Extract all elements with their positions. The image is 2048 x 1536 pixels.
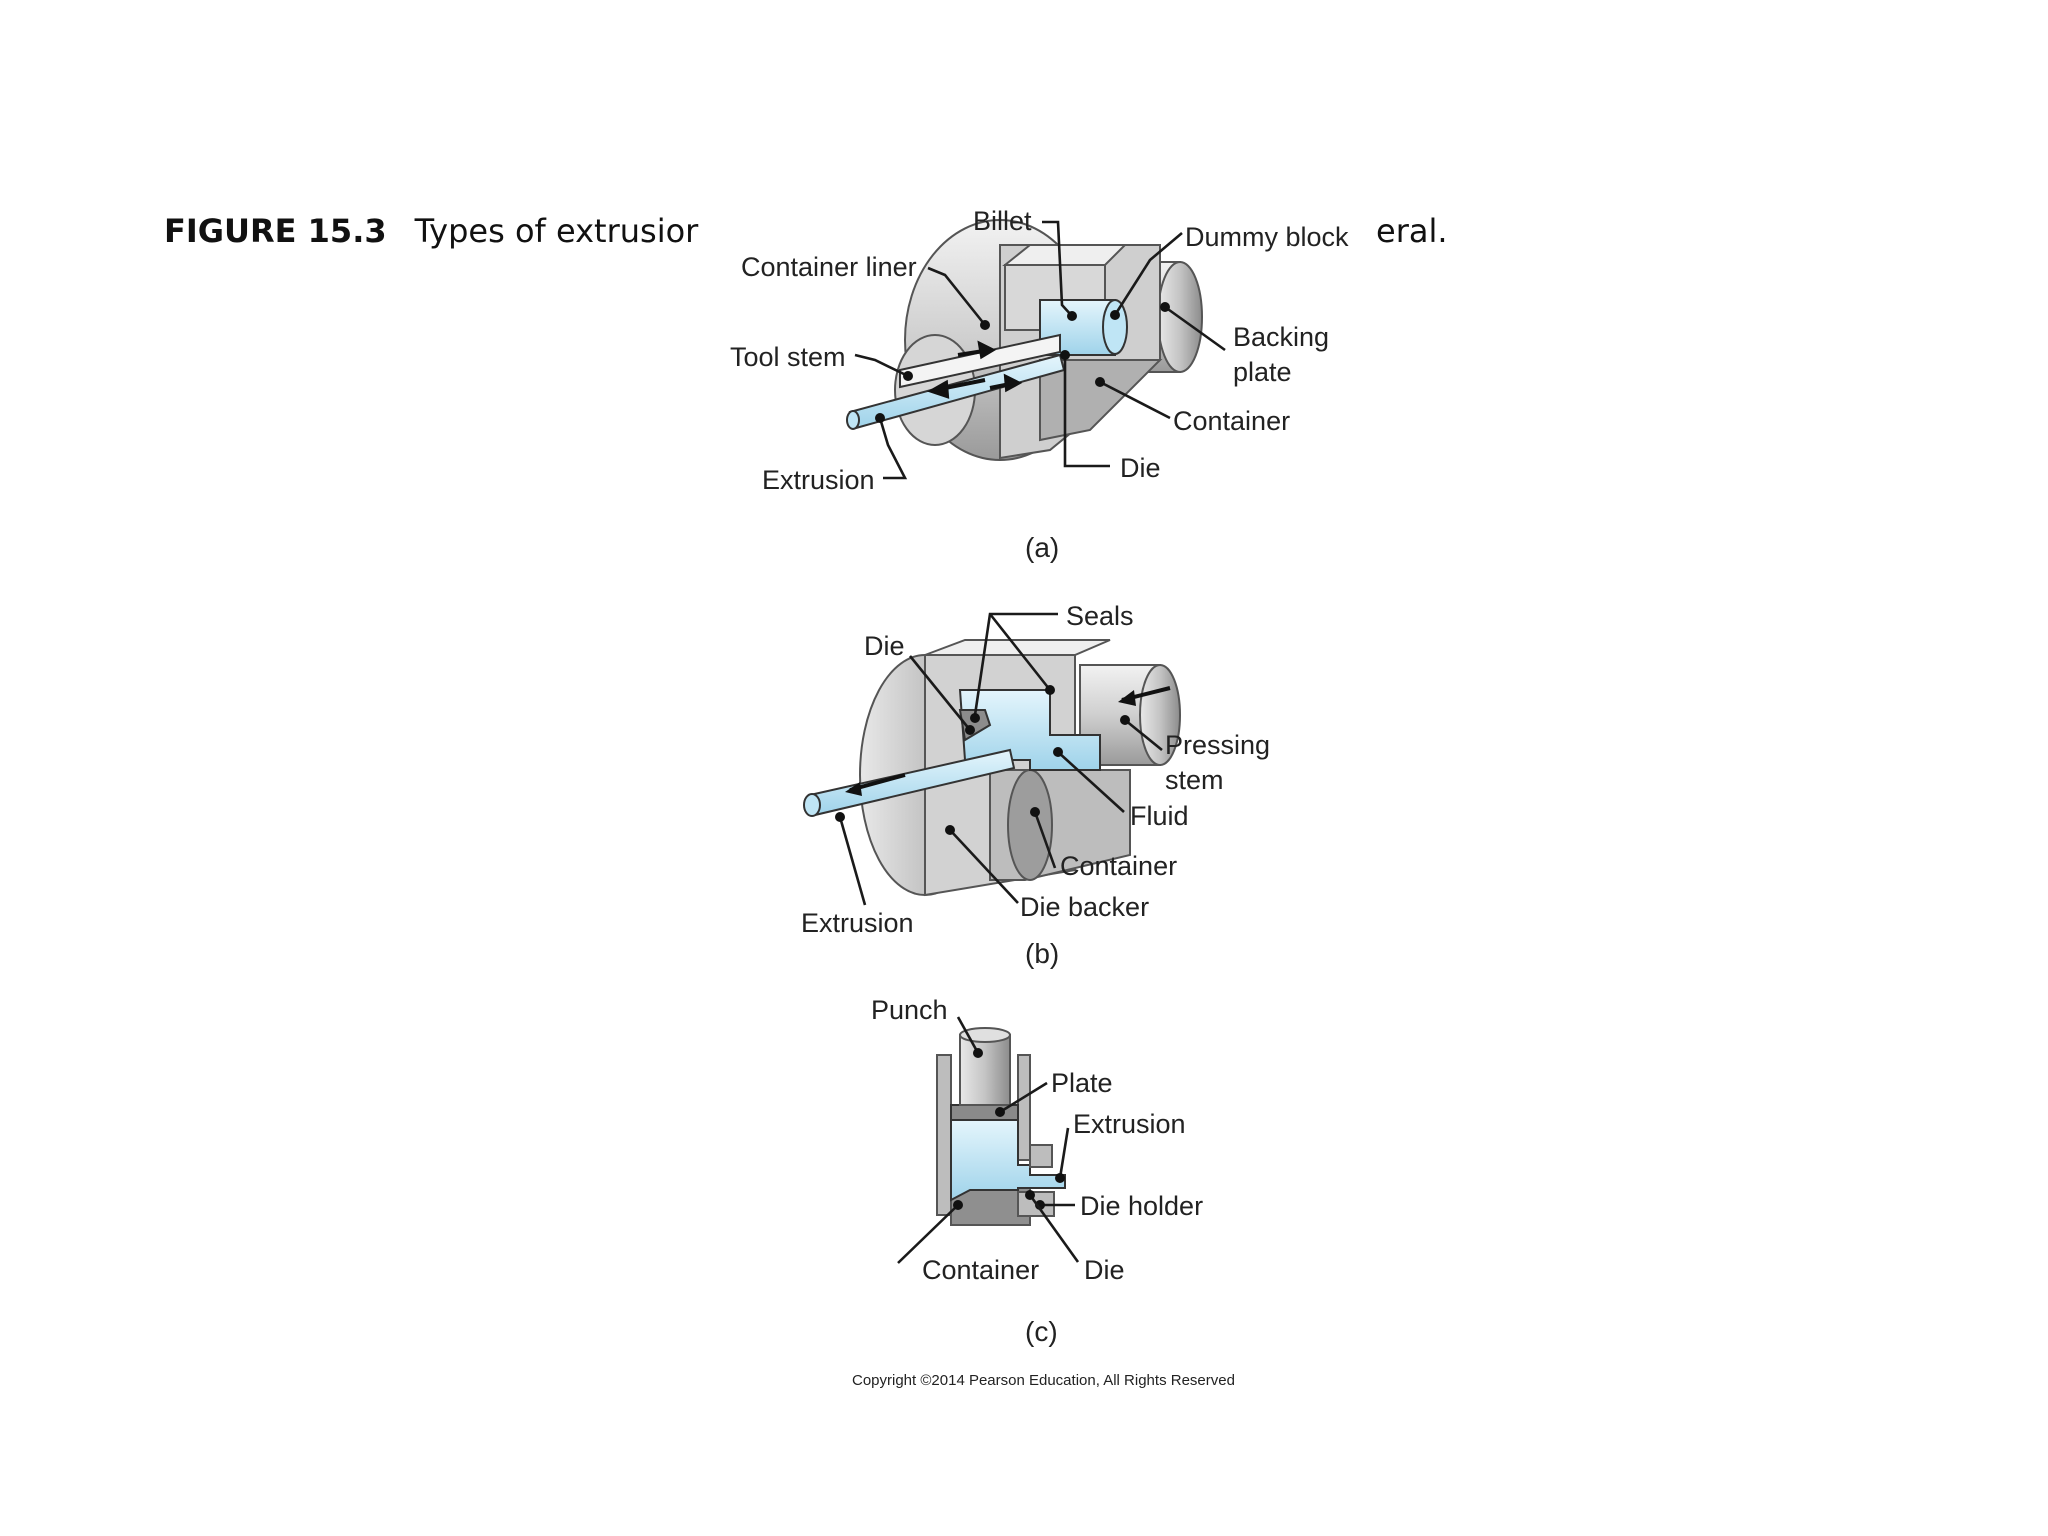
material-c-shape <box>950 1119 1066 1202</box>
billet-shape <box>1039 299 1128 356</box>
label-tool-stem: Tool stem <box>730 342 846 372</box>
diagram-a-leaders <box>854 220 1226 480</box>
motion-arrows <box>927 340 1023 399</box>
label-pressing-stem-1: Pressing <box>1165 730 1270 760</box>
label-die-backer: Die backer <box>1020 892 1149 922</box>
figure-number: FIGURE 15.3 <box>164 212 387 250</box>
label-punch: Punch <box>871 995 948 1025</box>
diagram-b: Seals Die Pressing stem Fluid Container … <box>801 601 1270 969</box>
diagram-c: Punch Plate Extrusion Die holder Contain… <box>871 995 1203 1347</box>
label-die-holder: Die holder <box>1080 1191 1203 1221</box>
label-container: Container <box>1173 406 1290 436</box>
label-die-b: Die <box>864 631 905 661</box>
label-backing-plate-2: plate <box>1233 357 1292 387</box>
diagram-a: Billet Dummy block Container liner Backi… <box>705 195 1360 563</box>
label-plate: Plate <box>1051 1068 1113 1098</box>
label-extrusion-c: Extrusion <box>1073 1109 1186 1139</box>
diagram-b-leaders <box>835 612 1163 906</box>
copyright-notice: Copyright ©2014 Pearson Education, All R… <box>852 1372 1235 1389</box>
caption-text-right: eral. <box>1376 212 1448 250</box>
sublabel-c: (c) <box>1025 1316 1058 1347</box>
sublabel-b: (b) <box>1025 938 1059 969</box>
label-billet: Billet <box>973 206 1032 236</box>
label-fluid: Fluid <box>1130 801 1189 831</box>
tool-stem-shape <box>899 333 1061 389</box>
label-container-c: Container <box>922 1255 1039 1285</box>
punch-shape <box>959 1027 1011 1106</box>
die-holder-shape <box>1029 1144 1053 1168</box>
figure-caption: FIGURE 15.3 Types of extrusior <box>164 212 698 250</box>
label-seals: Seals <box>1066 601 1134 631</box>
label-extrusion-b: Extrusion <box>801 908 914 938</box>
label-extrusion: Extrusion <box>762 465 875 495</box>
label-die: Die <box>1120 453 1161 483</box>
label-container-b: Container <box>1060 851 1177 881</box>
caption-text-left: Types of extrusior <box>414 212 699 250</box>
label-container-liner: Container liner <box>741 252 917 282</box>
label-pressing-stem-2: stem <box>1165 765 1224 795</box>
label-backing-plate-1: Backing <box>1233 322 1329 352</box>
container-c-shape <box>936 1054 1031 1226</box>
diagram-c-leaders <box>897 1016 1080 1264</box>
label-die-c: Die <box>1084 1255 1125 1285</box>
label-dummy-block: Dummy block <box>1185 222 1349 252</box>
extrusion-b-shape <box>803 748 1016 817</box>
sublabel-a: (a) <box>1025 532 1059 563</box>
